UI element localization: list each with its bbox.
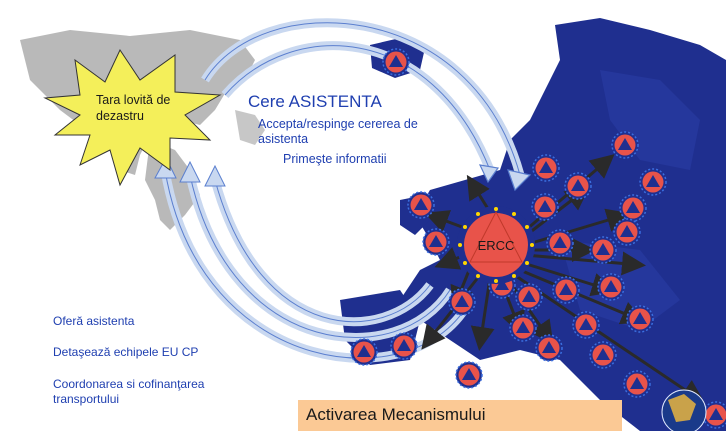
deploy-teams-label: Detaşează echipele EU CP	[53, 345, 199, 359]
response-flow-arrows	[154, 156, 475, 363]
offer-assistance-label: Oferă asistenta	[53, 314, 135, 328]
disaster-country-label: Tara lovită de dezastru	[96, 93, 171, 123]
transport-coordination-label: Coordonarea si cofinanţarea transportulu…	[53, 377, 205, 406]
globe-icon	[661, 389, 707, 431]
request-assistance-label: Cere ASISTENTA	[248, 92, 382, 111]
accept-reject-label: Accepta/respinge cererea de asistenta	[258, 117, 418, 146]
ercc-label: ERCC	[477, 238, 515, 253]
mechanism-activation-banner: Activarea Mecanismului	[298, 400, 622, 431]
disaster-star-icon	[43, 48, 222, 187]
request-flow-arrows	[201, 18, 532, 192]
receive-info-label: Primeşte informatii	[283, 152, 387, 166]
ercc-hub-icon	[457, 206, 535, 284]
